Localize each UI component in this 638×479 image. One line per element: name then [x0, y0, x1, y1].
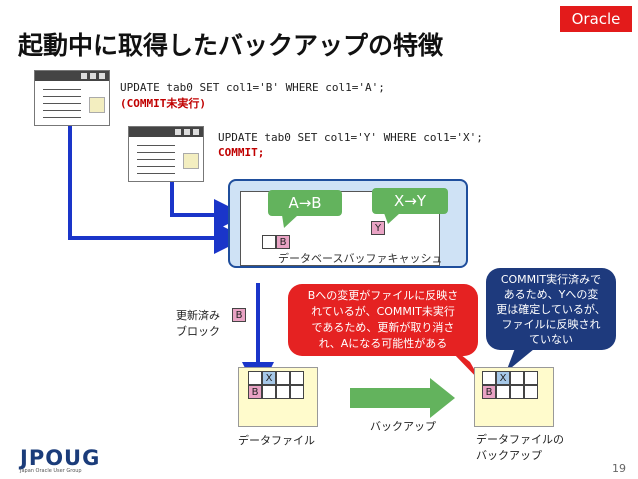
cache-cell-empty — [262, 235, 276, 249]
red-callout-line-1: Bへの変更がファイルに反映さ — [307, 289, 459, 302]
datafile-cell-b: B — [248, 385, 262, 399]
datafile-label: データファイル — [238, 434, 315, 447]
backup-file-label-2: バックアップ — [476, 449, 542, 462]
red-callout-line-2: れているが、COMMIT未実行 — [311, 305, 455, 318]
navy-callout-line-3: 更は確定しているが、 — [496, 302, 606, 316]
navy-callout-line-2: あるため、Yへの変 — [503, 287, 599, 301]
updated-block-label-2: ブロック — [176, 325, 220, 338]
updated-block-label-1: 更新済み — [176, 309, 220, 322]
jpoug-logo: JPOUG — [20, 446, 101, 470]
app-window-1 — [34, 70, 110, 126]
backup-arrow-label: バックアップ — [370, 420, 436, 433]
sql-status-1: (COMMIT未実行) — [120, 97, 206, 110]
datafile-cell-x: X — [262, 371, 276, 385]
sql-update-1: UPDATE tab0 SET col1='B' WHERE col1='A'; — [120, 81, 385, 94]
backup-arrow — [350, 378, 455, 418]
backup-cell-b: B — [482, 385, 496, 399]
red-callout: Bへの変更がファイルに反映さ れているが、COMMIT未実行 であるため、更新が… — [288, 284, 478, 356]
navy-callout-line-5: ていない — [528, 332, 573, 346]
backup-file-label-1: データファイルの — [476, 433, 564, 446]
red-callout-line-3: であるため、更新が取り消さ — [311, 321, 455, 334]
navy-callout-line-1: COMMIT実行済みで — [500, 272, 602, 286]
bubble-ab-pointer — [282, 215, 298, 228]
sql-status-2: COMMIT; — [218, 146, 265, 159]
red-callout-line-4: れ、Aになる可能性がある — [318, 337, 448, 350]
updated-block-cell-b: B — [232, 308, 246, 322]
oracle-badge: Oracle — [560, 6, 632, 32]
change-bubble-xy: X→Y — [372, 188, 448, 214]
cache-cell-y: Y — [371, 221, 385, 235]
sql-update-2: UPDATE tab0 SET col1='Y' WHERE col1='X'; — [218, 131, 483, 144]
jpoug-logo-subtitle: Japan Oracle User Group — [20, 468, 82, 474]
page-title: 起動中に取得したバックアップの特徴 — [18, 31, 444, 60]
arrow-window2-to-cache — [170, 172, 246, 231]
arrow-window1-to-cache — [68, 124, 246, 254]
page-number: 19 — [612, 462, 626, 475]
navy-callout: COMMIT実行済みで あるため、Yへの変 更は確定しているが、 ファイルに反映… — [486, 268, 616, 350]
app-window-2 — [128, 126, 204, 182]
cache-cell-b: B — [276, 235, 290, 249]
buffer-cache-label: データベースバッファキャッシュ — [278, 252, 443, 265]
change-bubble-ab: A→B — [268, 190, 342, 216]
bubble-xy-pointer — [384, 213, 400, 224]
navy-callout-line-4: ファイルに反映され — [501, 317, 601, 331]
backup-cell-x: X — [496, 371, 510, 385]
